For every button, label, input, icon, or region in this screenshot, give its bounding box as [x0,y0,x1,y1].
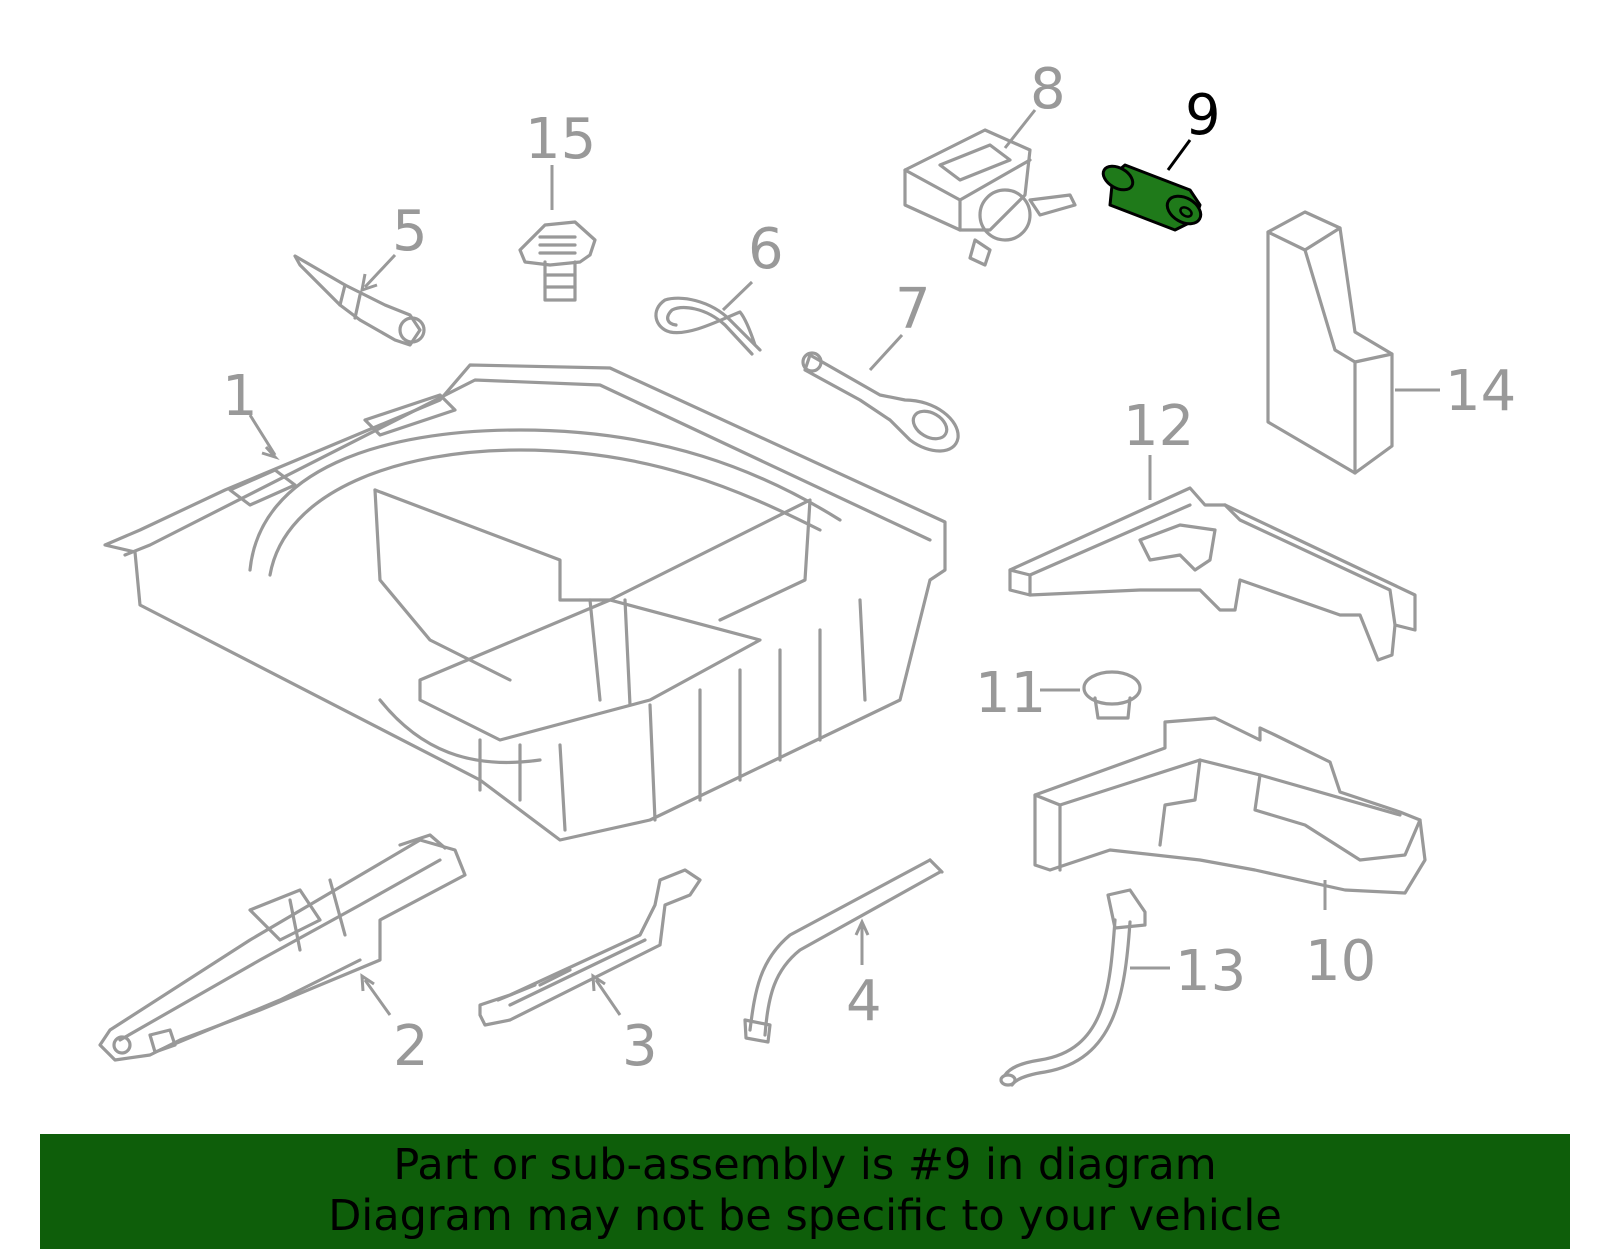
callout-1: 1 [222,364,258,429]
callout-8: 8 [1030,57,1066,122]
callout-3: 3 [622,1014,658,1079]
callout-11: 11 [975,661,1046,726]
part-7-tow-eye[interactable] [801,351,960,453]
part-9-sealant-bottle[interactable] [1099,161,1205,232]
part-6-wire-hook[interactable] [654,296,762,356]
leader-lines [248,109,1440,1016]
part-11-plug[interactable] [1082,670,1142,720]
part-14-side-panel[interactable] [1266,210,1394,475]
callout-9: 9 [1185,83,1221,148]
callout-15: 15 [525,107,596,172]
callout-4: 4 [846,969,882,1034]
part-5-screwdriver[interactable] [293,254,426,347]
part-4-extension-rod[interactable] [743,858,944,1044]
banner-line-part: Part or sub-assembly is #9 in diagram [393,1140,1217,1190]
callout-12: 12 [1123,394,1194,459]
callout-7: 7 [895,277,931,342]
part-3-jack-handle[interactable] [478,868,702,1027]
part-1-trunk-tray[interactable] [103,363,947,842]
callout-6: 6 [748,217,784,282]
callout-14: 14 [1445,359,1516,424]
callout-5: 5 [392,199,428,264]
banner-line-disclaimer: Diagram may not be specific to your vehi… [328,1191,1282,1241]
part-8-inflator-kit[interactable] [903,128,1077,267]
part-13-cable[interactable] [999,888,1147,1087]
part-2-scissor-jack[interactable] [98,833,467,1062]
part-10-foam-organizer[interactable] [1033,716,1427,895]
part-info-banner: Part or sub-assembly is #9 in diagram Di… [40,1134,1570,1249]
callout-2: 2 [393,1014,429,1079]
callout-13: 13 [1175,939,1246,1004]
part-12-foam-block[interactable] [1008,486,1417,662]
callout-labels: 1 2 3 4 5 6 7 8 9 10 11 12 13 14 15 [222,57,1516,1079]
part-15-hold-down-bolt[interactable] [518,220,597,302]
callout-10: 10 [1305,929,1376,994]
